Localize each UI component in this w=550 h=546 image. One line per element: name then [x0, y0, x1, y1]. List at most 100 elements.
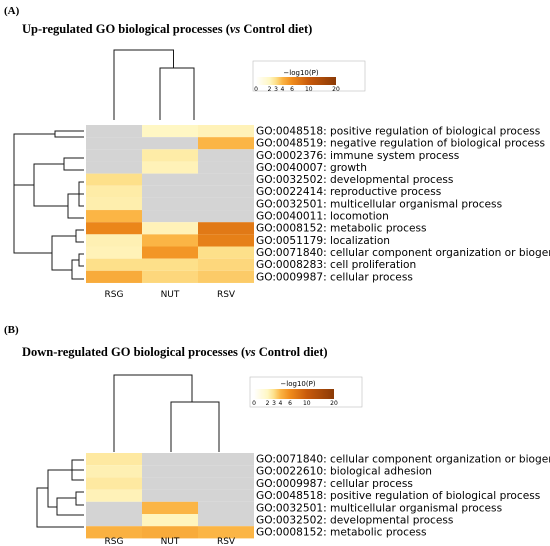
row-label: GO:0040011: locomotion	[256, 211, 389, 223]
heatmap-cell	[198, 222, 254, 235]
legend-tick-label: 20	[330, 400, 338, 407]
heatmap-cell	[142, 173, 198, 186]
row-label: GO:0071840: cellular component organizat…	[256, 454, 550, 466]
legend-tick-label: 0	[254, 86, 258, 93]
legend-tick-label: 6	[290, 86, 294, 93]
heatmap-cell	[142, 477, 198, 490]
heatmap-cell	[198, 137, 254, 150]
heatmap-cell	[86, 526, 142, 539]
row-label: GO:0051179: localization	[256, 235, 390, 247]
panel-b-row-labels: GO:0071840: cellular component organizat…	[256, 454, 550, 539]
heatmap-cell	[86, 258, 142, 271]
row-label: GO:0032501: multicellular organismal pro…	[256, 502, 502, 514]
heatmap-cell	[142, 526, 198, 539]
column-label: RSV	[217, 290, 236, 300]
heatmap-cell	[198, 501, 254, 514]
row-label: GO:0022414: reproductive process	[256, 186, 441, 198]
heatmap-cell	[198, 489, 254, 502]
heatmap-cell	[86, 173, 142, 186]
heatmap-cell	[86, 222, 142, 235]
heatmap-cell	[198, 477, 254, 490]
heatmap-cell	[86, 125, 142, 138]
legend-tick-label: 2	[266, 400, 270, 407]
heatmap-cell	[86, 501, 142, 514]
legend-tick-label: 3	[272, 400, 276, 407]
heatmap-cell	[86, 185, 142, 198]
panel-a-title: Up-regulated GO biological processes (vs…	[22, 22, 312, 36]
panel-b-title: Down-regulated GO biological processes (…	[22, 345, 328, 359]
heatmap-cell	[86, 149, 142, 162]
panel-a-legend-title: −log10(P)	[283, 69, 318, 77]
row-label: GO:0048519: negative regulation of biolo…	[256, 138, 545, 150]
panel-a-column-dendrogram	[113, 49, 195, 120]
legend-tick-label: 0	[252, 400, 256, 407]
panel-a-column-labels: RSG NUT RSV	[105, 290, 236, 300]
panel-b: (B) Down-regulated GO biological process…	[4, 324, 550, 546]
heatmap-cell	[142, 489, 198, 502]
row-label: GO:0008152: metabolic process	[256, 527, 427, 539]
heatmap-cell	[142, 222, 198, 235]
heatmap-cell	[142, 270, 198, 283]
heatmap-cell	[142, 246, 198, 259]
panel-a-heatmap	[86, 125, 254, 283]
heatmap-cell	[198, 161, 254, 174]
legend-tick-label: 3	[274, 86, 278, 93]
row-label: GO:0008283: cell proliferation	[256, 259, 416, 271]
legend-tick-label: 2	[268, 86, 272, 93]
row-label: GO:0048518: positive regulation of biolo…	[256, 125, 540, 137]
heatmap-cell	[198, 514, 254, 527]
heatmap-cell	[198, 526, 254, 539]
heatmap-cell	[142, 185, 198, 198]
heatmap-cell	[198, 185, 254, 198]
heatmap-cell	[198, 246, 254, 259]
column-label: RSV	[217, 537, 236, 546]
column-label: NUT	[161, 290, 180, 300]
heatmap-cell	[142, 149, 198, 162]
row-label: GO:0032502: developmental process	[256, 515, 453, 527]
row-label: GO:0022610: biological adhesion	[256, 466, 432, 478]
heatmap-cell	[198, 149, 254, 162]
heatmap-cell	[142, 137, 198, 150]
row-label: GO:0002376: immune system process	[256, 150, 459, 162]
panel-a-row-labels: GO:0048518: positive regulation of biolo…	[256, 125, 550, 283]
heatmap-cell	[198, 173, 254, 186]
heatmap-cell	[86, 210, 142, 223]
row-label: GO:0048518: positive regulation of biolo…	[256, 490, 540, 502]
legend-tick-label: 20	[332, 86, 340, 93]
heatmap-cell	[142, 501, 198, 514]
panel-b-row-dendrogram	[36, 459, 84, 528]
heatmap-cell	[142, 258, 198, 271]
panel-a: (A) Up-regulated GO biological processes…	[4, 5, 550, 300]
heatmap-cell	[198, 270, 254, 283]
panel-b-column-dendrogram	[113, 374, 220, 452]
panel-a-row-dendrogram	[13, 130, 84, 280]
column-label: RSG	[105, 290, 124, 300]
heatmap-cell	[198, 258, 254, 271]
heatmap-cell	[86, 489, 142, 502]
heatmap-cell	[142, 125, 198, 138]
heatmap-cell	[198, 234, 254, 247]
legend-tick-label: 10	[305, 86, 313, 93]
panel-b-colorbar	[254, 389, 334, 399]
heatmap-cell	[86, 197, 142, 211]
heatmap-cell	[198, 465, 254, 478]
heatmap-cell	[142, 514, 198, 527]
heatmap-cell	[86, 234, 142, 247]
heatmap-cell	[142, 234, 198, 247]
panel-b-legend-title: −log10(P)	[280, 380, 315, 388]
panel-a-colorbar	[256, 77, 336, 85]
row-label: GO:0032502: developmental process	[256, 174, 453, 186]
legend-tick-label: 10	[303, 400, 311, 407]
heatmap-cell	[142, 197, 198, 211]
heatmap-cell	[142, 465, 198, 478]
column-label: NUT	[161, 537, 180, 546]
heatmap-cell	[142, 210, 198, 223]
legend-tick-label: 6	[288, 400, 292, 407]
heatmap-cell	[86, 453, 142, 466]
